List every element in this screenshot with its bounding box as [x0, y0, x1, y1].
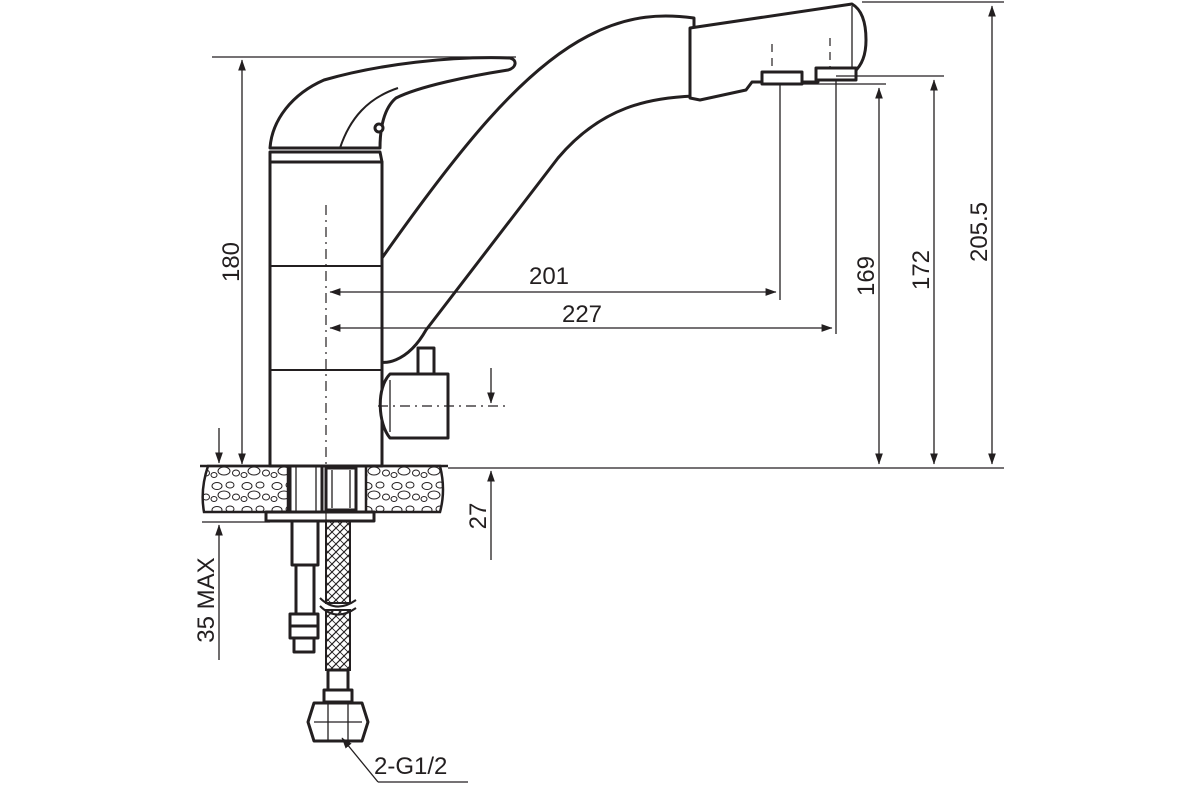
mounting-stud [288, 464, 324, 514]
filter-valve [378, 372, 450, 440]
outlet-one [760, 70, 804, 86]
braided-hose [325, 520, 351, 604]
dim-180-label: 180 [218, 242, 245, 282]
dim-169-label: 169 [853, 256, 880, 296]
dim-201-label: 201 [529, 263, 569, 290]
dim-172-label: 172 [908, 250, 935, 290]
dim-27-label: 27 [465, 503, 492, 530]
lever-handle [268, 56, 517, 150]
supply-lines [288, 519, 370, 743]
handle-screw [373, 122, 385, 134]
valve-stem [416, 346, 436, 376]
dim-205-5-label: 205.5 [966, 202, 993, 262]
mounting-plate [264, 510, 376, 523]
dimension-labels: 201 227 180 169 172 205.5 27 35 MAX 2-G1… [193, 202, 993, 780]
spout-head [688, 2, 868, 102]
thread-leader [341, 737, 379, 783]
dim-35-max-label: 35 MAX [193, 557, 220, 642]
dimension-lines [202, 1, 1004, 783]
countertop-right [364, 464, 445, 514]
outlet-two [814, 66, 858, 82]
dim-227-label: 227 [562, 301, 602, 328]
handle-base [268, 150, 384, 164]
countertop-section [200, 464, 448, 523]
thread-spec-label: 2-G1/2 [374, 753, 447, 780]
hex-nut-left [288, 612, 320, 628]
countertop-left [201, 464, 290, 514]
faucet-body [268, 2, 868, 468]
center-lines [325, 205, 508, 520]
